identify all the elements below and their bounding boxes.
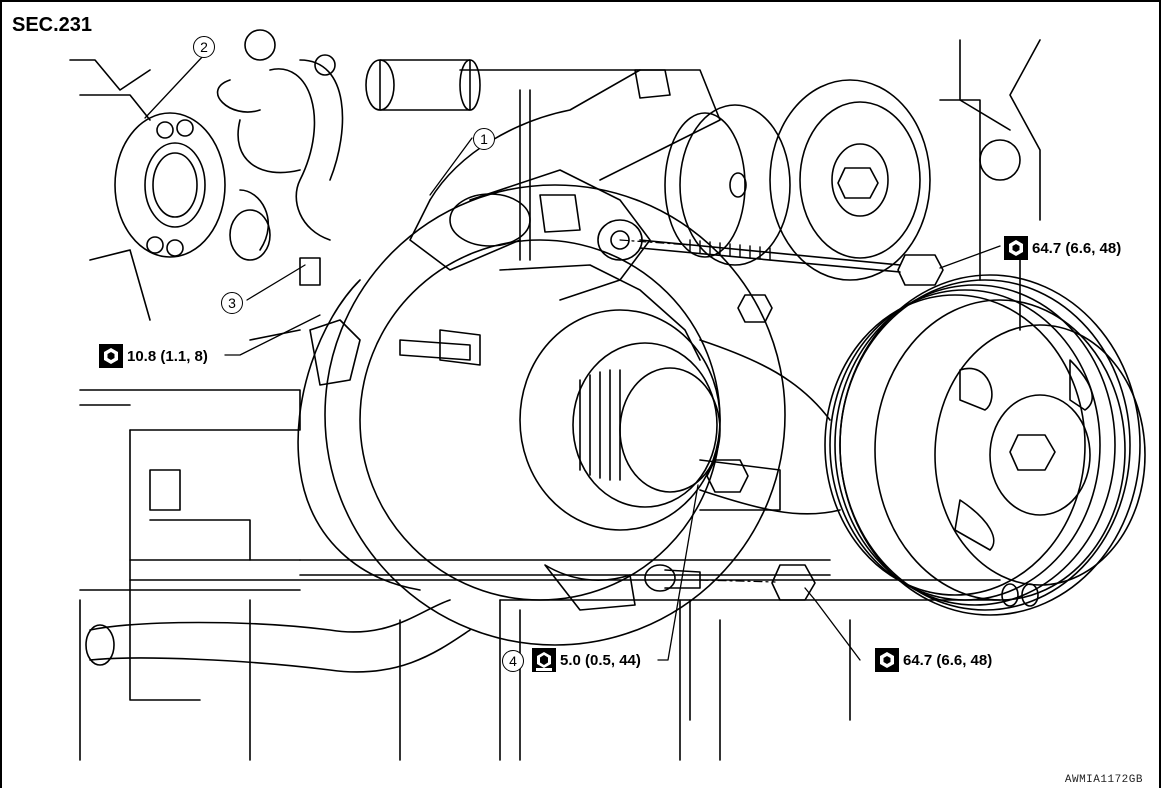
part-2-flange (114, 112, 271, 261)
torque-value-terminal-nut: 10.8 (1.1, 8) (127, 347, 208, 365)
torque-value-upper-bolt: 64.7 (6.6, 48) (1032, 239, 1122, 257)
section-label: SEC.231 (12, 14, 93, 36)
coolant-pipe (216, 29, 481, 241)
torque-spec-lower-bolt: 64.7 (6.6, 48) (875, 648, 992, 672)
callout-3: 3 (221, 292, 243, 314)
idler-pulleys (664, 79, 931, 281)
torque-spec-terminal-nut-b: 5.0 (0.5, 44) (532, 648, 641, 672)
lower-coolant-pipe (85, 599, 471, 673)
torque-spec-upper-bolt: 64.7 (6.6, 48) (1004, 236, 1121, 260)
figure-code: AWMIA1172GB (1064, 774, 1143, 786)
torque-value-lower-bolt: 64.7 (6.6, 48) (903, 651, 993, 669)
socket-wrench-icon (99, 344, 123, 368)
torque-spec-terminal-nut: 10.8 (1.1, 8) (99, 344, 208, 368)
crankshaft-pulley (824, 274, 1146, 616)
callout-1: 1 (473, 128, 495, 150)
callout-4: 4 (502, 650, 524, 672)
filled-socket-icon (532, 648, 556, 672)
lower-mount-bolt (299, 257, 816, 601)
socket-wrench-icon (1004, 236, 1028, 260)
alignment-lines (619, 239, 776, 583)
alternator-body (249, 184, 841, 646)
leader-lines (144, 54, 1001, 661)
engine-block-outline (69, 39, 1041, 761)
socket-wrench-icon (875, 648, 899, 672)
torque-value-terminal-nut-b: 5.0 (0.5, 44) (560, 651, 641, 669)
callout-2: 2 (193, 36, 215, 58)
long-bolt-upper (639, 239, 944, 286)
